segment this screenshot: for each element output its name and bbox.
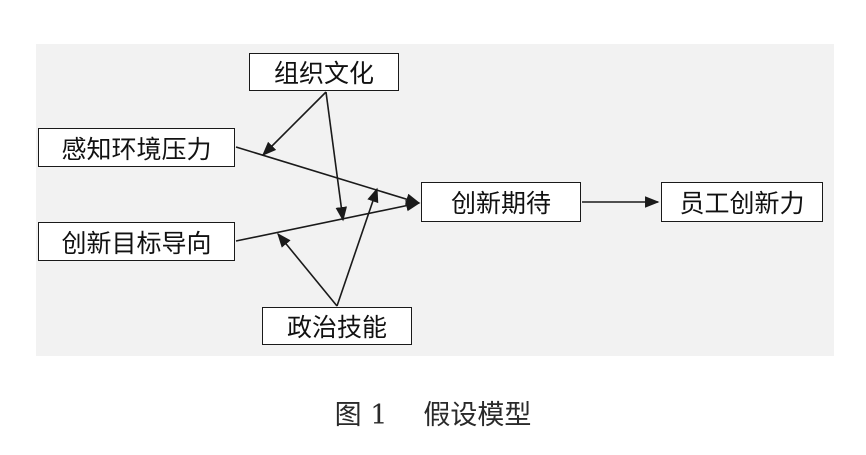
edge-political-to-goal-path [277,232,338,307]
node-label: 创新期待 [450,189,551,218]
edge-env-to-expectation [235,146,421,205]
node-political-skill: 政治技能 [262,307,412,345]
node-label: 政治技能 [286,313,387,342]
node-innovation-goal-orientation: 创新目标导向 [38,222,235,261]
node-label: 组织文化 [273,59,374,88]
node-perceived-environmental-pressure: 感知环境压力 [38,128,235,167]
node-label: 创新目标导向 [61,228,212,258]
figure-number: 图 1 [334,400,388,431]
edge-culture-to-goal-path [325,91,348,222]
node-label: 感知环境压力 [61,134,212,164]
node-employee-innovativeness: 员工创新力 [661,182,823,222]
edge-culture-to-env-path [261,91,327,157]
node-label: 员工创新力 [679,189,805,218]
node-innovation-expectation: 创新期待 [421,182,581,222]
edge-goal-to-expectation [235,199,421,242]
node-organizational-culture: 组织文化 [249,53,399,91]
figure-title: 假设模型 [423,400,532,431]
figure-caption: 图 1 假设模型 [0,393,866,432]
edge-political-to-env-path [336,187,379,307]
